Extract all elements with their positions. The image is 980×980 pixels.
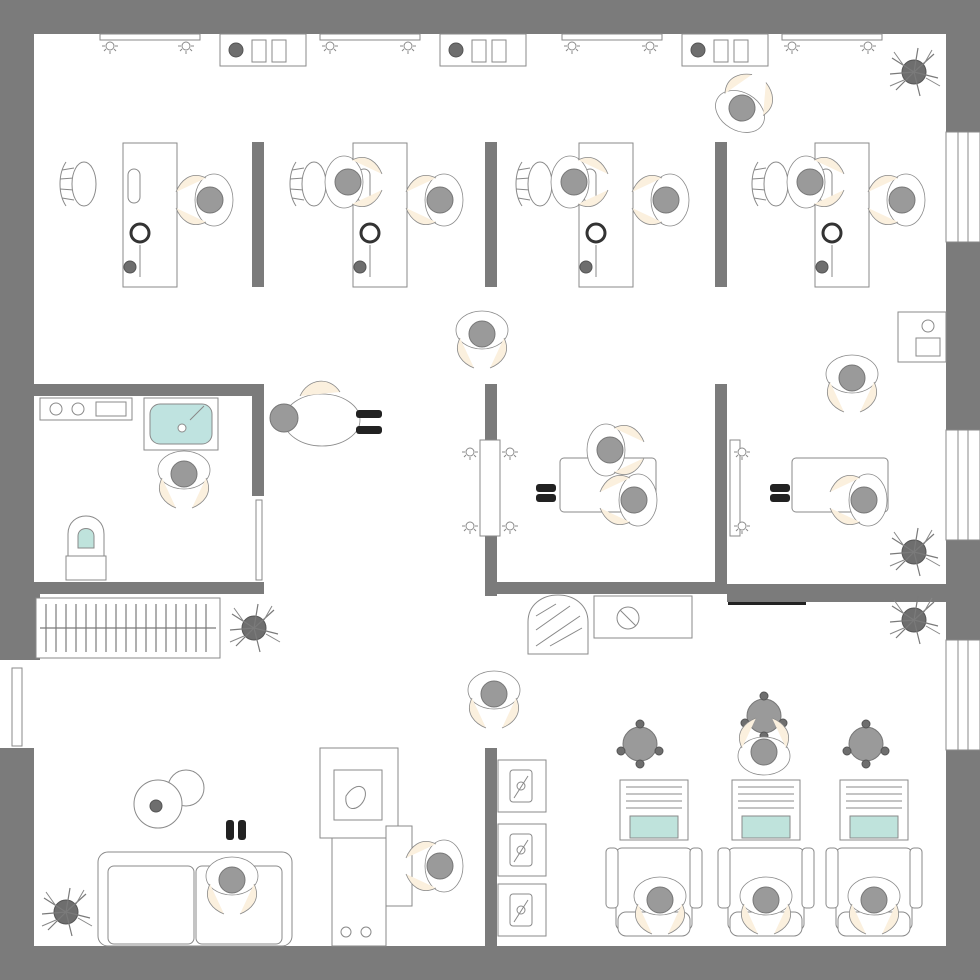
person-icon [707,65,783,142]
bathroom [39,397,219,581]
sink-icon [497,759,547,813]
plant-icon [889,595,941,645]
styling-counter [319,747,464,947]
stool-icon [616,719,664,769]
manicure-station-2 [289,141,464,289]
toilet-icon [65,515,107,581]
top-wall-fixtures [99,33,883,67]
person-icon [455,310,509,369]
wash-units [497,759,547,937]
lounge [97,769,293,947]
treatment-room-2 [729,439,889,537]
reception [527,594,806,655]
plant-icon [229,603,281,653]
plant-icon [889,47,941,97]
sofa-icon [97,851,293,947]
windows [11,131,980,751]
chair-icon [59,161,97,207]
plant-icon [889,527,941,577]
treatment-room-1 [461,423,658,537]
sterilizer-units [219,33,769,67]
plant-icon [41,887,93,937]
manicure-station-1 [59,141,234,289]
person-icon [175,173,234,227]
sink-cabinet-right [897,311,947,363]
manicure-station-3 [515,141,690,289]
person-icon [467,670,521,729]
person-icon [825,354,879,413]
pedicure-area [605,691,923,937]
person-hallway [269,380,382,447]
radiator-icon [35,597,221,659]
manicure-station-4 [751,141,926,289]
